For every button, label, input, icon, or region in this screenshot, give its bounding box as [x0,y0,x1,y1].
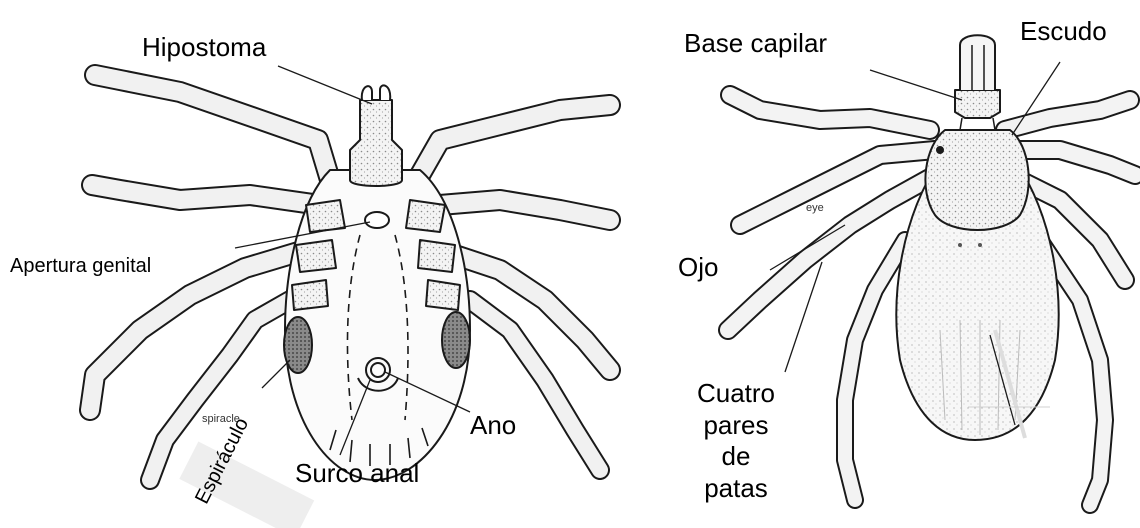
label-patas-line-2: pares [686,410,786,442]
dorsal-tick-drawing [728,35,1135,505]
spiracle-plate-left [284,317,312,373]
label-ojo: Ojo [678,254,718,280]
label-patas-line-3: de [686,441,786,473]
label-base-capilar: Base capilar [684,30,827,56]
coxa-1-right [406,200,445,232]
coxa-3-left [292,280,328,310]
spiracle-plate-right [442,312,470,368]
label-hipostoma: Hipostoma [142,34,266,60]
genital-aperture [365,212,389,228]
eye-dot [937,147,943,153]
coxa-3-right [426,280,460,310]
basis-capituli [955,90,1000,118]
coxa-2-left [296,240,336,272]
scutum [925,130,1028,230]
ventral-tick-drawing [90,66,610,480]
label-apertura-genital: Apertura genital [10,256,151,276]
hypostome [362,85,390,100]
coxa-1-left [306,200,345,232]
label-cuatro-pares-de-patas: Cuatro pares de patas [686,378,786,505]
label-eye-original: eye [806,203,824,214]
label-patas-line-1: Cuatro [686,378,786,410]
capitulum [350,100,402,186]
label-escudo: Escudo [1020,18,1107,44]
label-surco-anal: Surco anal [295,460,419,486]
coxa-2-right [418,240,455,272]
label-ano: Ano [470,412,516,438]
label-patas-line-4: patas [686,473,786,505]
